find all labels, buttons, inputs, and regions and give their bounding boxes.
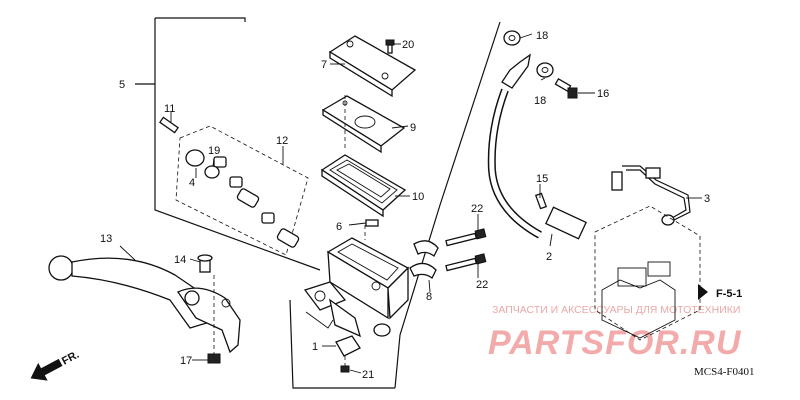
callout-2: 2 (546, 251, 552, 263)
part-brake-lever (48, 255, 241, 354)
part-diaphragm (320, 154, 407, 218)
callout-17: 17 (180, 355, 192, 367)
part-piston-kit (175, 125, 309, 256)
part-pivot-nut (207, 275, 221, 364)
callout-4: 4 (189, 177, 195, 189)
leader-lines (119, 33, 702, 374)
callout-21: 21 (362, 369, 374, 381)
reference-label: F-5-1 (716, 288, 742, 300)
callout-22-lower: 22 (476, 279, 488, 291)
watermark-logo: PARTSFOR.RU (488, 324, 742, 362)
watermark: ЗАПЧАСТИ И АКСЕССУАРЫ ДЛЯ МОТОТЕХНИКИ PA… (488, 304, 742, 362)
callout-3: 3 (704, 193, 710, 205)
direction-label: FR. (60, 349, 81, 368)
callout-18-upper: 18 (536, 30, 548, 42)
callout-19: 19 (208, 145, 220, 157)
part-boot-and-clip (159, 116, 220, 179)
callout-7: 7 (321, 59, 327, 71)
callout-numbers: 5 20 7 9 10 6 11 12 19 4 13 14 17 1 21 8… (100, 30, 710, 381)
callout-13: 13 (100, 233, 112, 245)
callout-6: 6 (336, 221, 342, 233)
part-master-cylinder-body (303, 237, 410, 338)
assembly-frame (135, 17, 501, 389)
callout-16: 16 (597, 88, 609, 100)
part-switch (335, 335, 361, 373)
callout-8: 8 (426, 291, 432, 303)
callout-18-lower: 18 (534, 95, 546, 107)
front-direction-indicator: FR. (30, 349, 81, 381)
part-plate (321, 95, 406, 154)
part-oil-bolt (554, 78, 578, 99)
diagram-code: MCS4-F0401 (694, 366, 755, 378)
callout-12: 12 (276, 135, 288, 147)
callout-11: 11 (164, 103, 175, 115)
callout-9: 9 (410, 122, 416, 134)
watermark-tagline: ЗАПЧАСТИ И АКСЕССУАРЫ ДЛЯ МОТОТЕХНИКИ (492, 304, 740, 316)
part-brake-pipe (611, 165, 691, 226)
callout-1: 1 (312, 341, 318, 353)
part-screw-20 (385, 39, 395, 54)
callout-20: 20 (402, 39, 414, 51)
part-abs-modulator (594, 205, 701, 341)
part-washers (503, 30, 554, 78)
part-pivot-bolt (197, 254, 213, 273)
reference-arrow: F-5-1 (698, 284, 742, 300)
part-brake-hose (487, 53, 587, 240)
callout-14: 14 (174, 254, 186, 266)
part-reservoir-cap (328, 35, 417, 98)
part-holder-bracket (409, 240, 439, 293)
part-screw-6 (348, 219, 379, 227)
callout-22-upper: 22 (471, 203, 483, 215)
callout-10: 10 (412, 191, 424, 203)
part-bolt-22 (445, 228, 487, 272)
callout-15: 15 (536, 173, 548, 185)
callout-5: 5 (119, 79, 125, 91)
